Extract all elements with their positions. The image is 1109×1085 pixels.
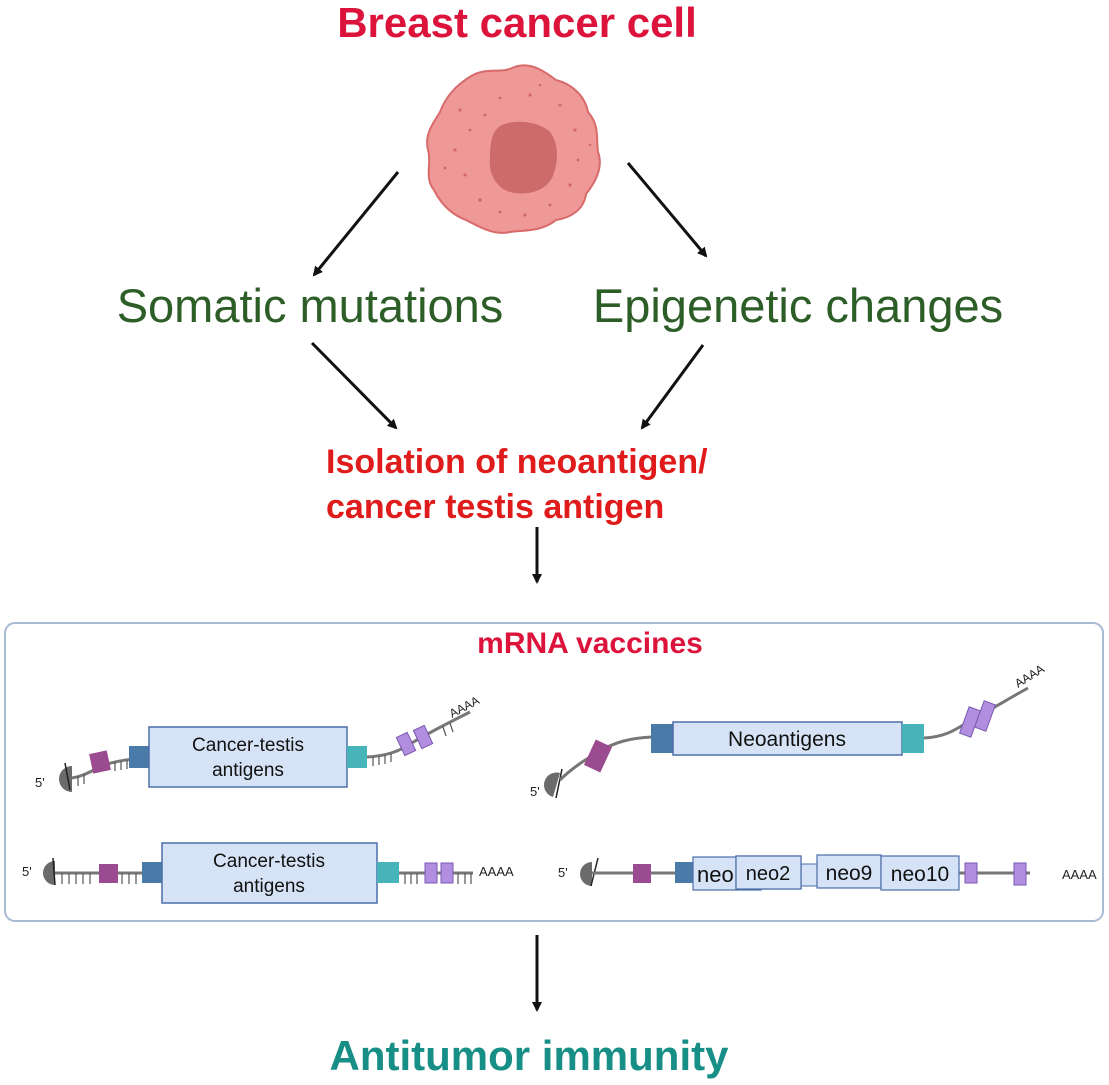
cap-icon	[543, 772, 560, 797]
antigen-label-1: Cancer-testis	[213, 851, 325, 872]
tail-ticks	[372, 722, 454, 766]
purple-block	[583, 739, 613, 773]
antigen-label-1: Cancer-testis	[192, 735, 304, 756]
isolation-line-1: Isolation of neoantigen/	[326, 443, 708, 481]
arrow-cell-to-epigenetic	[626, 162, 708, 258]
arrow-cell-to-somatic	[312, 171, 400, 277]
purple-block	[89, 750, 111, 774]
tail-ticks	[404, 873, 472, 884]
somatic-mutations-label: Somatic mutations	[117, 279, 504, 332]
teal-block	[377, 862, 399, 883]
panel-title: mRNA vaccines	[477, 627, 703, 660]
blue-block	[129, 746, 149, 768]
construct-cancer-testis-bottom: 5' Cancer-testis antigens AAAA	[22, 842, 514, 904]
lavender-block-2	[440, 862, 454, 884]
antigen-label: Neoantigens	[728, 728, 846, 751]
antigen-label-2: antigens	[233, 876, 305, 897]
poly-a-label: AAAA	[479, 864, 514, 879]
antigen-box	[161, 842, 378, 904]
neo-label-2: neo2	[746, 863, 791, 885]
teal-block	[902, 724, 924, 753]
cap-icon	[43, 861, 55, 885]
cap-stem	[64, 762, 71, 791]
purple-block	[99, 864, 118, 883]
five-prime-label: 5'	[558, 865, 568, 880]
cap-stem	[52, 857, 56, 886]
purple-block	[633, 864, 651, 883]
isolation-line-2: cancer testis antigen	[326, 488, 664, 526]
five-prime-label: 5'	[22, 864, 32, 879]
neo-label-3: neo9	[826, 862, 873, 885]
cap-stem	[555, 768, 563, 799]
five-prime-label: 5'	[35, 775, 45, 790]
lavender-block-1	[395, 731, 417, 757]
lavender-block-2	[412, 724, 434, 750]
strand-ticks	[61, 873, 137, 884]
construct-neoantigens-bottom: 5' neo neo2 neo9 neo10 AAAA	[558, 854, 1097, 891]
neo-box-2-cover	[735, 855, 802, 890]
cancer-cell-illustration	[426, 64, 601, 234]
construct-neoantigens-top: 5' Neoantigens AAAA	[530, 662, 1047, 799]
teal-block	[347, 746, 367, 768]
strand-ticks	[77, 760, 128, 786]
blue-block	[142, 862, 162, 883]
lavender-block-2	[1013, 862, 1027, 886]
neo-label-4: neo10	[891, 863, 949, 886]
neo-linker-1	[800, 863, 818, 887]
neo-box-4	[880, 855, 960, 891]
poly-a-label: AAAA	[1062, 867, 1097, 882]
lavender-block-1	[964, 862, 978, 884]
neo-box-3	[816, 854, 882, 889]
lavender-block-1	[424, 862, 438, 884]
title: Breast cancer cell	[337, 0, 697, 46]
antigen-box	[672, 721, 903, 756]
arrow-somatic-to-isolation	[310, 341, 398, 430]
cap-icon	[580, 862, 592, 886]
neo-label-1: neo	[697, 862, 734, 887]
cell-nucleus	[489, 121, 557, 194]
blue-block	[675, 862, 693, 883]
antigen-label-2: antigens	[212, 760, 284, 781]
antitumor-immunity-label: Antitumor immunity	[330, 1032, 730, 1079]
blue-block	[651, 724, 673, 753]
epigenetic-changes-label: Epigenetic changes	[593, 279, 1003, 332]
five-prime-label: 5'	[530, 784, 540, 799]
antigen-box	[148, 726, 348, 788]
lavender-block-2	[973, 700, 997, 732]
cell-granules	[443, 83, 592, 217]
arrow-epigenetic-to-isolation	[640, 344, 705, 430]
